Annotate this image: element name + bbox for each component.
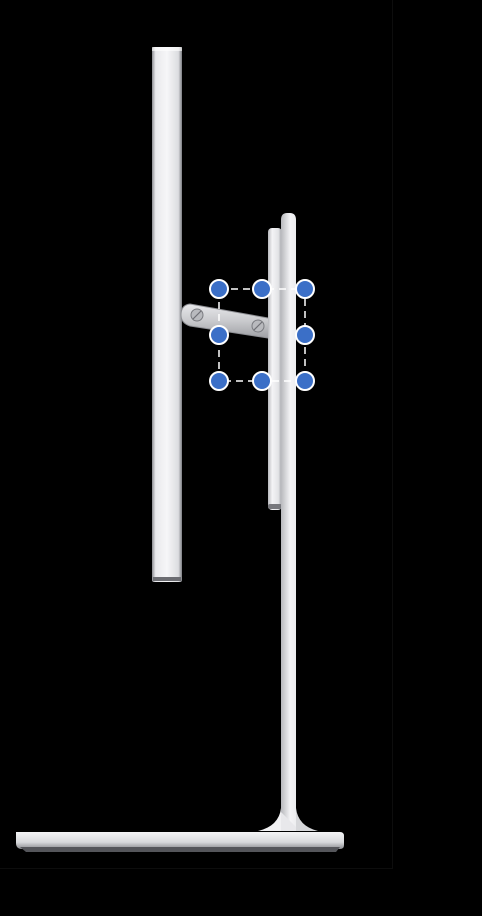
resize-handle-bottom-right[interactable] — [295, 371, 315, 391]
display-panel — [152, 47, 182, 582]
stand-base — [16, 808, 344, 852]
resize-handle-bottom-center[interactable] — [252, 371, 272, 391]
selection-box[interactable] — [209, 279, 315, 391]
resize-handle-top-left[interactable] — [209, 279, 229, 299]
frame-right-edge — [392, 0, 393, 868]
stand-carriage — [268, 228, 282, 510]
resize-handle-top-center[interactable] — [252, 279, 272, 299]
resize-handle-bottom-left[interactable] — [209, 371, 229, 391]
resize-handle-middle-right[interactable] — [295, 325, 315, 345]
frame-bottom-edge — [0, 868, 393, 869]
resize-handle-middle-left[interactable] — [209, 325, 229, 345]
resize-handle-top-right[interactable] — [295, 279, 315, 299]
